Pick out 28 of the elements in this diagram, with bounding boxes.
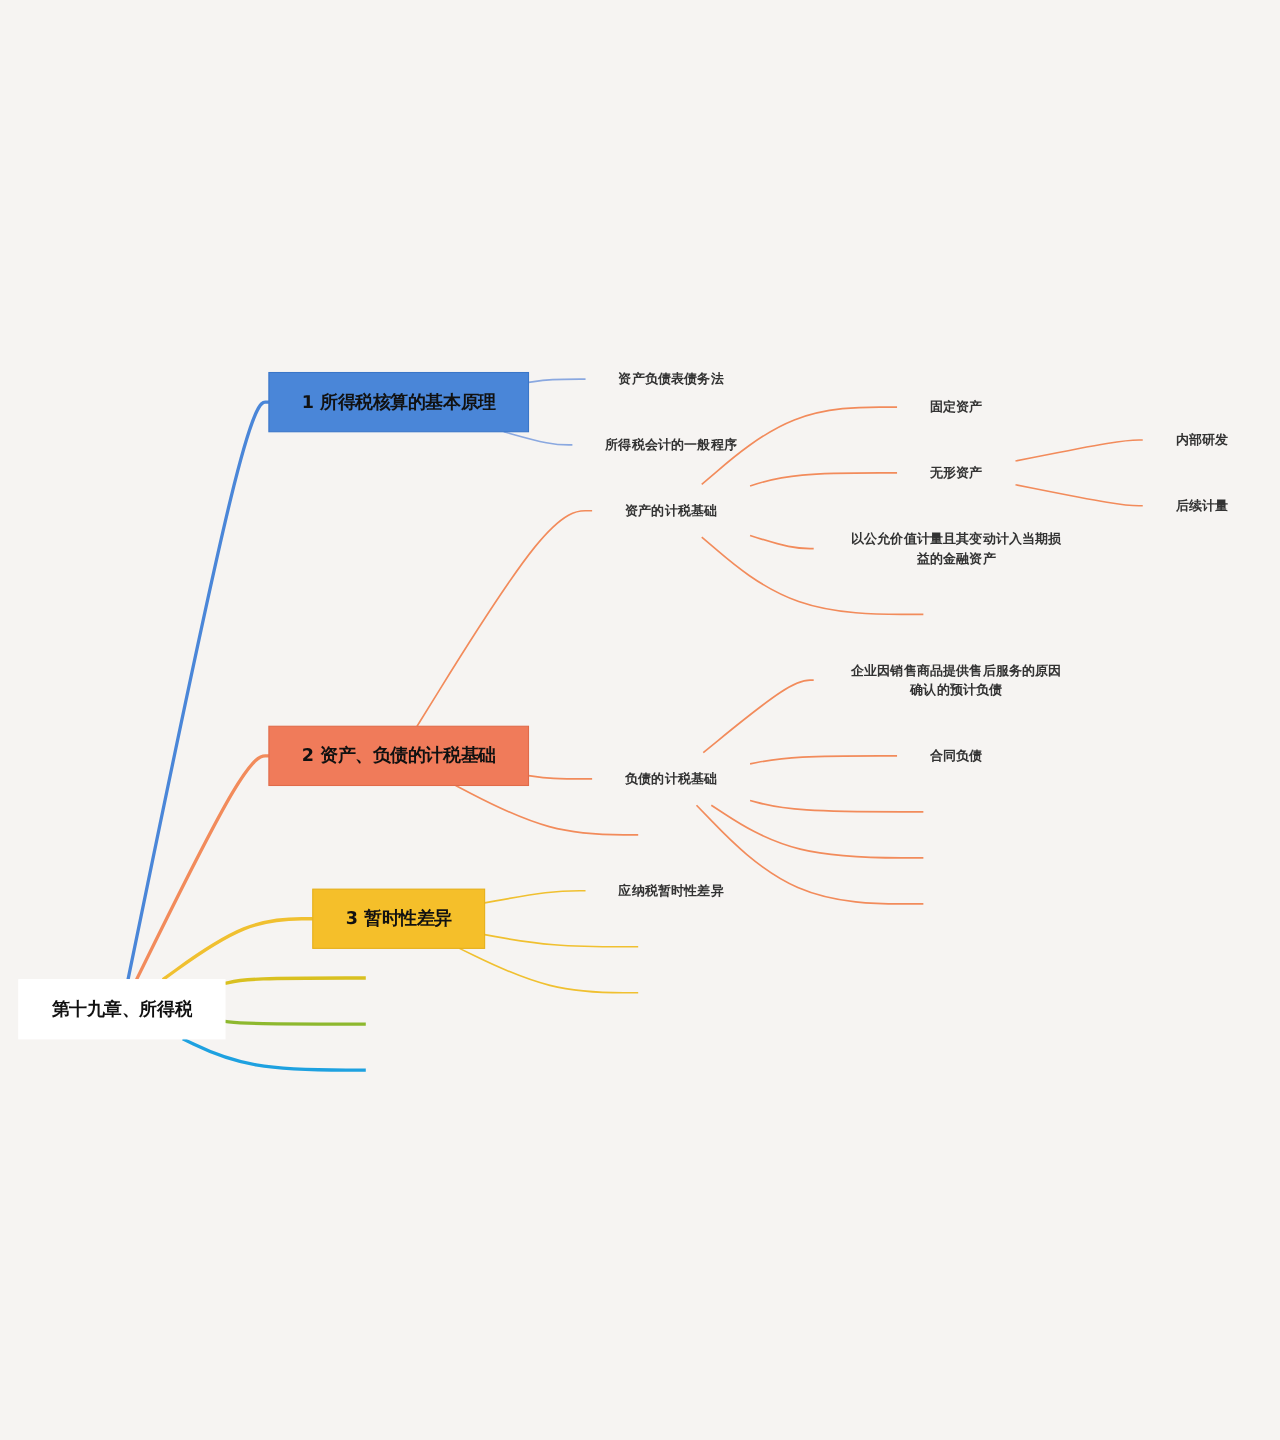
branch-line [749, 755, 898, 765]
branch-line [224, 1020, 366, 1026]
branch-line [126, 400, 270, 981]
branch-line [161, 917, 313, 982]
branch-line [700, 536, 925, 616]
branch-line [700, 406, 898, 486]
branch-line [527, 775, 593, 781]
topic-box: 3 暂时性差异 [312, 888, 486, 950]
branch-line [182, 1037, 366, 1073]
branch-line [458, 947, 639, 994]
branch-line [749, 799, 925, 813]
branch-line [1014, 484, 1144, 507]
branch-line [483, 890, 587, 905]
branch-line [749, 534, 815, 550]
branch-line [454, 784, 639, 836]
branch-line [695, 804, 925, 906]
branch-line [483, 934, 639, 948]
branch-line [416, 510, 593, 728]
branch-line [702, 679, 815, 754]
branch-line [1014, 439, 1144, 463]
topic-box: 第十九章、所得税 [18, 979, 226, 1040]
topic-box: 2 资产、负债的计税基础 [268, 726, 530, 787]
branch-line [527, 378, 587, 384]
branch-line [749, 472, 898, 488]
topic-box: 1 所得税核算的基本原理 [268, 372, 530, 433]
branch-line [135, 754, 269, 981]
branch-line [224, 976, 366, 986]
branch-line [710, 804, 925, 859]
